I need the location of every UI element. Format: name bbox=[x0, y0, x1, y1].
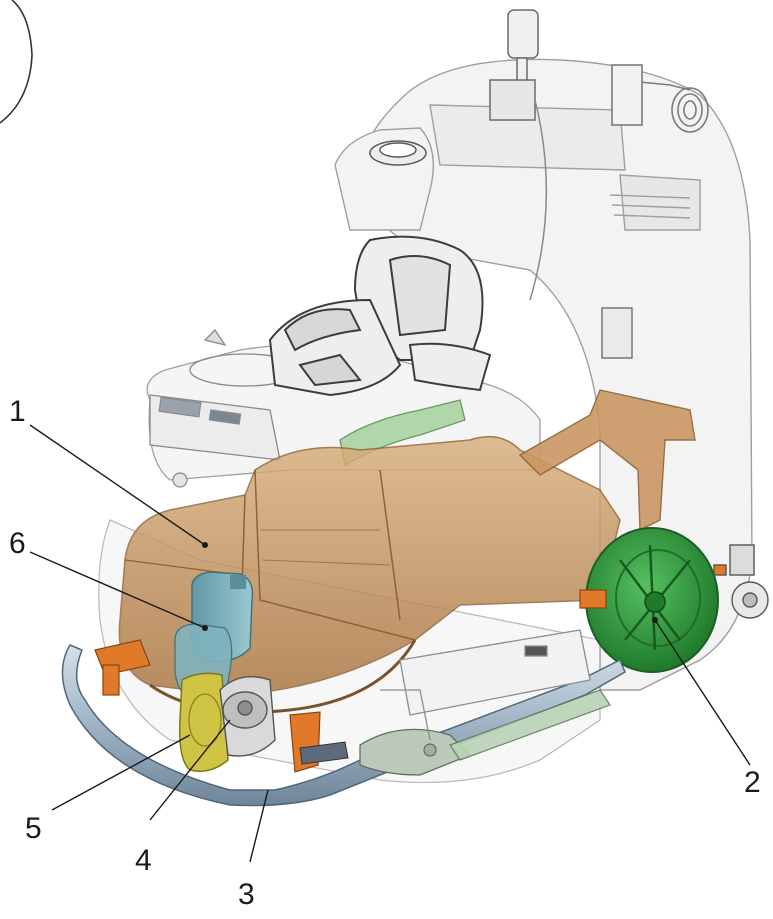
leader-line-3 bbox=[249, 789, 269, 863]
detail-circle-arc bbox=[0, 0, 33, 124]
bumper-mount bbox=[299, 741, 349, 765]
leader-line-1 bbox=[29, 424, 206, 546]
callout-2: 2 bbox=[744, 766, 761, 799]
beacon-mast bbox=[489, 9, 548, 301]
leader-line-5 bbox=[51, 734, 191, 811]
side-bracket bbox=[601, 307, 633, 359]
right-caster bbox=[713, 544, 769, 619]
hose-coil bbox=[611, 64, 709, 133]
brush-motor bbox=[178, 672, 229, 772]
orange-brackets bbox=[94, 589, 607, 773]
operator-seat bbox=[268, 235, 492, 397]
bumper-bar bbox=[61, 644, 626, 807]
leader-line-6 bbox=[29, 551, 206, 629]
leader-line-2 bbox=[654, 619, 751, 766]
callout-6: 6 bbox=[9, 527, 26, 560]
brush-deck bbox=[219, 676, 276, 757]
lift-arm bbox=[518, 389, 696, 532]
callout-labels: 1 6 2 5 4 3 bbox=[9, 395, 761, 911]
callout-4: 4 bbox=[135, 844, 152, 877]
callout-5: 5 bbox=[25, 812, 42, 845]
leader-line-4 bbox=[149, 719, 231, 821]
callout-1: 1 bbox=[9, 395, 26, 428]
steering-console bbox=[149, 328, 301, 488]
lower-frame-ghost bbox=[380, 629, 591, 741]
filler-cap bbox=[369, 140, 427, 166]
leader-lines bbox=[29, 424, 751, 863]
callout-3: 3 bbox=[238, 878, 255, 911]
